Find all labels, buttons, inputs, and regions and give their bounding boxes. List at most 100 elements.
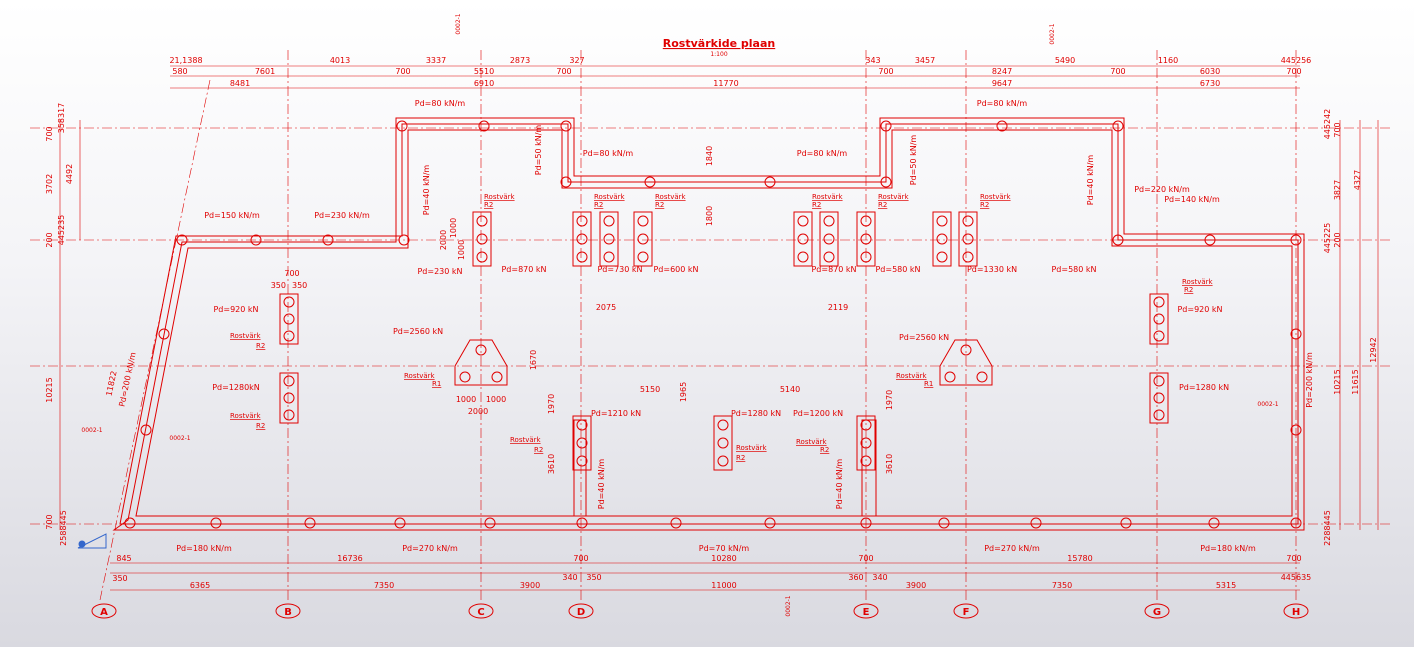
dim-text: 15780 — [1067, 554, 1092, 563]
load-label: Pd=80 kN/m — [977, 99, 1028, 108]
dim-text: 10215 — [1333, 369, 1342, 394]
pile-load-label: Pd=920 kN — [213, 305, 258, 314]
line-loads: Pd=180 kN/m Pd=270 kN/m Pd=70 kN/m Pd=27… — [117, 99, 1314, 553]
drawing-title: Rostvärkide plaan — [663, 37, 775, 50]
piles — [124, 120, 1302, 529]
pile-load-label: Pd=1280kN — [212, 383, 260, 392]
dim-text: 327 — [569, 56, 584, 65]
cap-label: Rostvärk — [796, 438, 828, 446]
section-marker: 0002-1 — [455, 13, 462, 34]
load-label: Pd=80 kN/m — [797, 149, 848, 158]
dim-text: 340 — [872, 573, 887, 582]
dim-text: 1840 — [705, 146, 714, 166]
dim-text: 3610 — [547, 454, 556, 474]
section-marker: 0002-1 — [1257, 401, 1278, 408]
axis-label-d: D — [577, 607, 585, 618]
axis-label-g: G — [1153, 607, 1161, 618]
cap-label: Rostvärk — [1182, 278, 1214, 286]
pile-load-label: Pd=870 kN — [811, 265, 856, 274]
dim-text: 1965 — [679, 382, 688, 402]
pile-load-label: Pd=920 kN — [1177, 305, 1222, 314]
dim-text: 3702 — [45, 174, 54, 194]
dim-text: 343 — [865, 56, 880, 65]
dim-text: 1970 — [885, 390, 894, 410]
dim-text: 350 — [271, 281, 286, 290]
cap-label: Rostvärk — [404, 372, 436, 380]
dim-text: 6365 — [190, 581, 210, 590]
cap-label: R2 — [655, 201, 664, 209]
cap-label: R2 — [534, 446, 543, 454]
cap-label: Rostvärk — [230, 412, 262, 420]
dim-text: 200 — [1333, 232, 1342, 247]
load-label: Pd=180 kN/m — [1200, 544, 1256, 553]
dim-text: 8247 — [992, 67, 1012, 76]
dim-text: 700 — [284, 269, 299, 278]
section-marker: 0002-1 — [169, 435, 190, 442]
load-label: Pd=220 kN/m — [1134, 185, 1190, 194]
dim-text: 1000 — [456, 395, 476, 404]
section-marker: 0002-1 — [785, 595, 792, 616]
dim-text: 6030 — [1200, 67, 1220, 76]
dimension-lines — [59, 65, 1379, 591]
dim-text: 700 — [1333, 122, 1342, 137]
load-label: Pd=140 kN/m — [1164, 195, 1220, 204]
pile-load-label: Pd=1200 kN — [793, 409, 843, 418]
dim-text: 2588445 — [59, 510, 68, 546]
dim-text: 445635 — [1281, 573, 1312, 582]
dim-text: 9647 — [992, 79, 1012, 88]
cap-label: R2 — [256, 422, 265, 430]
strip-foundation — [112, 117, 1305, 531]
dim-text: 3900 — [520, 581, 540, 590]
cap-label: R2 — [1184, 286, 1193, 294]
dim-text: 6730 — [1200, 79, 1220, 88]
dim-text: 200 — [45, 232, 54, 247]
dim-text: 5315 — [1216, 581, 1236, 590]
pile-load-label: Pd=580 kN — [875, 265, 920, 274]
axis-label-a: A — [100, 607, 108, 618]
pile-load-label: Pd=1330 kN — [967, 265, 1017, 274]
load-label: Pd=200 kN/m — [1305, 352, 1314, 408]
dim-text: 2288445 — [1323, 510, 1332, 546]
load-label: Pd=40 kN/m — [597, 459, 606, 510]
dim-text: 7350 — [374, 581, 394, 590]
dim-text: 445225 — [1323, 223, 1332, 254]
section-marker: 0002-1 — [1049, 23, 1056, 44]
cap-label: R2 — [736, 454, 745, 462]
dim-text: 7601 — [255, 67, 275, 76]
dim-text: 5490 — [1055, 56, 1075, 65]
dim-text: 445242 — [1323, 109, 1332, 140]
load-label: Pd=200 kN/m — [117, 351, 137, 407]
dim-text: 6910 — [474, 79, 494, 88]
dim-text: 2000 — [439, 230, 448, 250]
pile-load-label: Pd=870 kN — [501, 265, 546, 274]
pile-load-label: Pd=1280 kN — [1179, 383, 1229, 392]
cap-label: Rostvärk — [655, 193, 687, 201]
cap-label: Rostvärk — [980, 193, 1012, 201]
dim-text: 4013 — [330, 56, 350, 65]
load-label: Pd=40 kN/m — [1086, 155, 1095, 206]
pile-load-label: Pd=1210 kN — [591, 409, 641, 418]
dim-text: 340 — [562, 573, 577, 582]
axis-label-f: F — [963, 607, 970, 618]
load-label: Pd=40 kN/m — [422, 165, 431, 216]
top-dimensions: 21,1388 4013 3337 2873 327 343 3457 5490… — [169, 56, 1311, 88]
section-marker: 0002-1 — [81, 427, 102, 434]
dim-text: 4492 — [65, 164, 74, 184]
pile-load-label: Pd=730 kN — [597, 265, 642, 274]
cap-label: R2 — [820, 446, 829, 454]
load-label: Pd=40 kN/m — [835, 459, 844, 510]
dim-text: 11770 — [713, 79, 738, 88]
dim-text: 11000 — [711, 581, 736, 590]
dim-text: 3457 — [915, 56, 935, 65]
dim-text: 1670 — [529, 350, 538, 370]
dim-text: 3337 — [426, 56, 446, 65]
load-label: Pd=270 kN/m — [402, 544, 458, 553]
cap-label: R1 — [924, 380, 933, 388]
dim-text: 1000 — [486, 395, 506, 404]
dim-text: 700 — [45, 514, 54, 529]
dim-text: 445256 — [1281, 56, 1312, 65]
axis-gridlines — [30, 50, 1390, 601]
dim-text: 8481 — [230, 79, 250, 88]
dim-text: 1000 — [449, 218, 458, 238]
pile-load-label: Pd=580 kN — [1051, 265, 1096, 274]
